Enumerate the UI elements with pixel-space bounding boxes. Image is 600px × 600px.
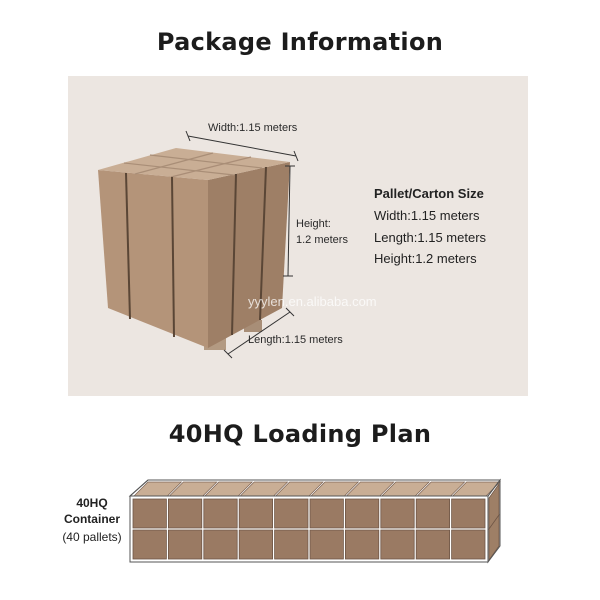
pallet-box: [203, 498, 238, 529]
container-label-line1: 40HQ: [76, 496, 108, 510]
carton-top-face: [98, 148, 290, 180]
pallet-box: [415, 529, 451, 560]
length-dimension-label: Length:1.15 meters: [248, 334, 343, 346]
carton-illustration: [98, 130, 299, 359]
pallet-box: [274, 498, 309, 529]
pallet-box: [168, 529, 203, 560]
pallet-box-end: [488, 513, 500, 562]
height-dimension-line: [287, 165, 291, 277]
pallet-box: [451, 529, 486, 560]
pallet-box: [238, 498, 273, 529]
pallet-box: [380, 498, 415, 529]
package-photo-panel: Width:1.15 meters Height: 1.2 meters Len…: [68, 76, 528, 396]
carton-side-face: [208, 162, 290, 348]
spec-length: Length:1.15 meters: [374, 230, 487, 245]
width-dimension-label: Width:1.15 meters: [208, 122, 298, 134]
pallet-box: [380, 529, 415, 560]
pallet-box: [168, 498, 203, 529]
container-label-line2: Container: [63, 512, 120, 526]
pallet-box: [132, 529, 167, 560]
pallet-box: [344, 498, 380, 529]
pallet-box: [415, 498, 451, 529]
spec-height: Height:1.2 meters: [374, 251, 477, 266]
container-label-line3: (40 pallets): [62, 530, 122, 544]
pallet-box: [451, 498, 486, 529]
width-dimension-line: [187, 135, 297, 157]
pallet-box: [274, 529, 309, 560]
pallet-box: [203, 529, 238, 560]
container-diagram: [128, 478, 501, 564]
height-dimension-label-1: Height:: [296, 218, 331, 230]
height-dimension-label-2: 1.2 meters: [296, 234, 348, 246]
pallet-box: [309, 529, 344, 560]
loading-plan-title: 40HQ Loading Plan: [168, 420, 432, 448]
watermark: yyylen.en.alibaba.com: [248, 294, 377, 309]
carton-front-face: [98, 170, 208, 348]
length-dimension-line: [227, 311, 291, 355]
pallet-box: [132, 498, 167, 529]
spec-title: Pallet/Carton Size: [374, 186, 484, 201]
package-info-title: Package Information: [156, 28, 444, 56]
pallet-box: [344, 529, 380, 560]
pallet-box: [238, 529, 273, 560]
pallet-box: [309, 498, 344, 529]
spec-width: Width:1.15 meters: [374, 208, 480, 223]
container-end-outline: [487, 478, 501, 564]
